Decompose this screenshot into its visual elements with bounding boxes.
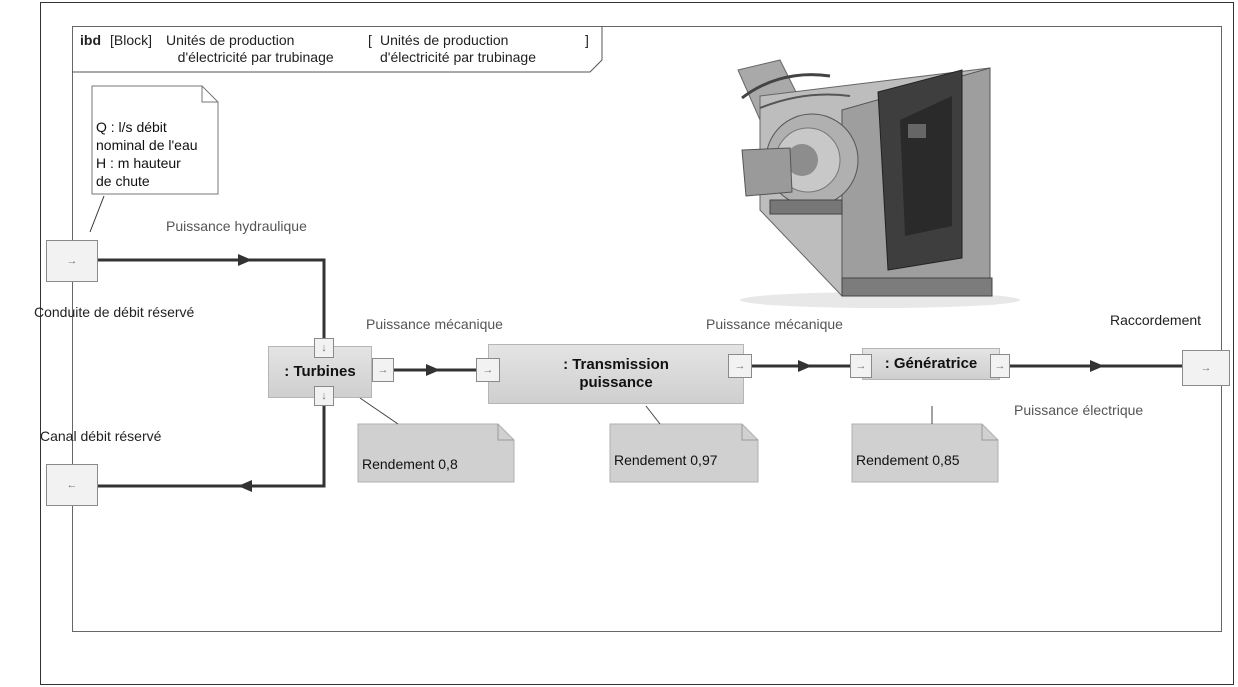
transmission-port-in[interactable]: → bbox=[476, 358, 500, 382]
rendement-generatrice: Rendement 0,85 bbox=[856, 452, 960, 468]
comment-anchor-line bbox=[89, 195, 105, 233]
frame-stereotype: [Block] bbox=[110, 32, 153, 48]
part-transmission[interactable]: : Transmission puissance bbox=[488, 344, 744, 404]
port-arrow-icon: → bbox=[377, 363, 389, 376]
raccordement-port[interactable]: → bbox=[1182, 350, 1230, 386]
rendement-turbines-anchor bbox=[359, 397, 399, 425]
port-arrow-icon: → bbox=[734, 359, 746, 372]
rendement-turbines: Rendement 0,8 bbox=[362, 456, 458, 472]
rendement-generatrice-shape bbox=[851, 423, 999, 483]
port-arrow-icon: → bbox=[994, 359, 1006, 372]
flow-retour-arrowhead bbox=[238, 480, 252, 492]
flow-hydraulique bbox=[98, 258, 326, 338]
turbines-port-in[interactable]: ↓ bbox=[314, 338, 334, 358]
transmission-port-out[interactable]: → bbox=[728, 354, 752, 378]
comment-note-shape bbox=[91, 85, 219, 195]
turbines-port-mecanique[interactable]: → bbox=[372, 358, 394, 382]
generatrice-port-in[interactable]: → bbox=[850, 354, 872, 378]
generatrice-port-out[interactable]: → bbox=[990, 354, 1010, 378]
turbines-port-out[interactable]: ↓ bbox=[314, 386, 334, 406]
part-generatrice[interactable]: : Génératrice bbox=[862, 348, 1000, 380]
flow-label-mecanique-1: Puissance mécanique bbox=[366, 316, 503, 332]
flow-mecanique-2-arrowhead bbox=[798, 360, 812, 372]
flow-label-electrique: Puissance électrique bbox=[1014, 402, 1144, 418]
frame-bracket-close: ] bbox=[585, 32, 589, 48]
conduite-label: Conduite de débit réservé bbox=[34, 304, 195, 320]
rendement-transmission-shape bbox=[609, 423, 759, 483]
port-arrow-icon: ↓ bbox=[321, 389, 327, 402]
comment-note-text: Q : l/s débit nominal de l'eau H : m hau… bbox=[96, 119, 198, 189]
turbine-generator-photo bbox=[737, 59, 1020, 308]
flow-retour-canal bbox=[98, 406, 326, 488]
flow-electrique-arrowhead bbox=[1090, 360, 1104, 372]
port-arrow-icon: → bbox=[1200, 361, 1212, 374]
rendement-turbines-shape bbox=[357, 423, 515, 483]
port-arrow-icon: → bbox=[855, 359, 867, 372]
frame-keyword: ibd bbox=[80, 32, 101, 48]
port-arrow-icon: → bbox=[482, 363, 494, 376]
flow-mecanique-1-arrowhead bbox=[426, 364, 440, 376]
port-arrow-icon: → bbox=[66, 254, 78, 267]
port-arrow-icon: ↓ bbox=[321, 341, 327, 354]
conduite-port[interactable]: → bbox=[46, 240, 98, 282]
outer-frame bbox=[40, 2, 1234, 685]
raccordement-label: Raccordement bbox=[1110, 312, 1202, 328]
diagram-frame bbox=[72, 26, 1222, 632]
frame-tab-shape bbox=[72, 26, 603, 73]
rendement-transmission: Rendement 0,97 bbox=[614, 452, 718, 468]
flow-label-hydraulique: Puissance hydraulique bbox=[166, 218, 307, 234]
canal-label: Canal débit réservé bbox=[40, 428, 162, 444]
flow-label-mecanique-2: Puissance mécanique bbox=[706, 316, 843, 332]
port-arrow-icon: ← bbox=[66, 478, 78, 491]
frame-block-name: Unités de production d'électricité par t… bbox=[166, 32, 334, 65]
frame-bracket-open: [ bbox=[368, 32, 372, 48]
frame-block-name-repeat: Unités de production d'électricité par t… bbox=[380, 32, 536, 65]
rendement-transmission-anchor bbox=[645, 405, 661, 425]
flow-hydraulique-arrowhead bbox=[238, 254, 252, 266]
canal-port[interactable]: ← bbox=[46, 464, 98, 506]
